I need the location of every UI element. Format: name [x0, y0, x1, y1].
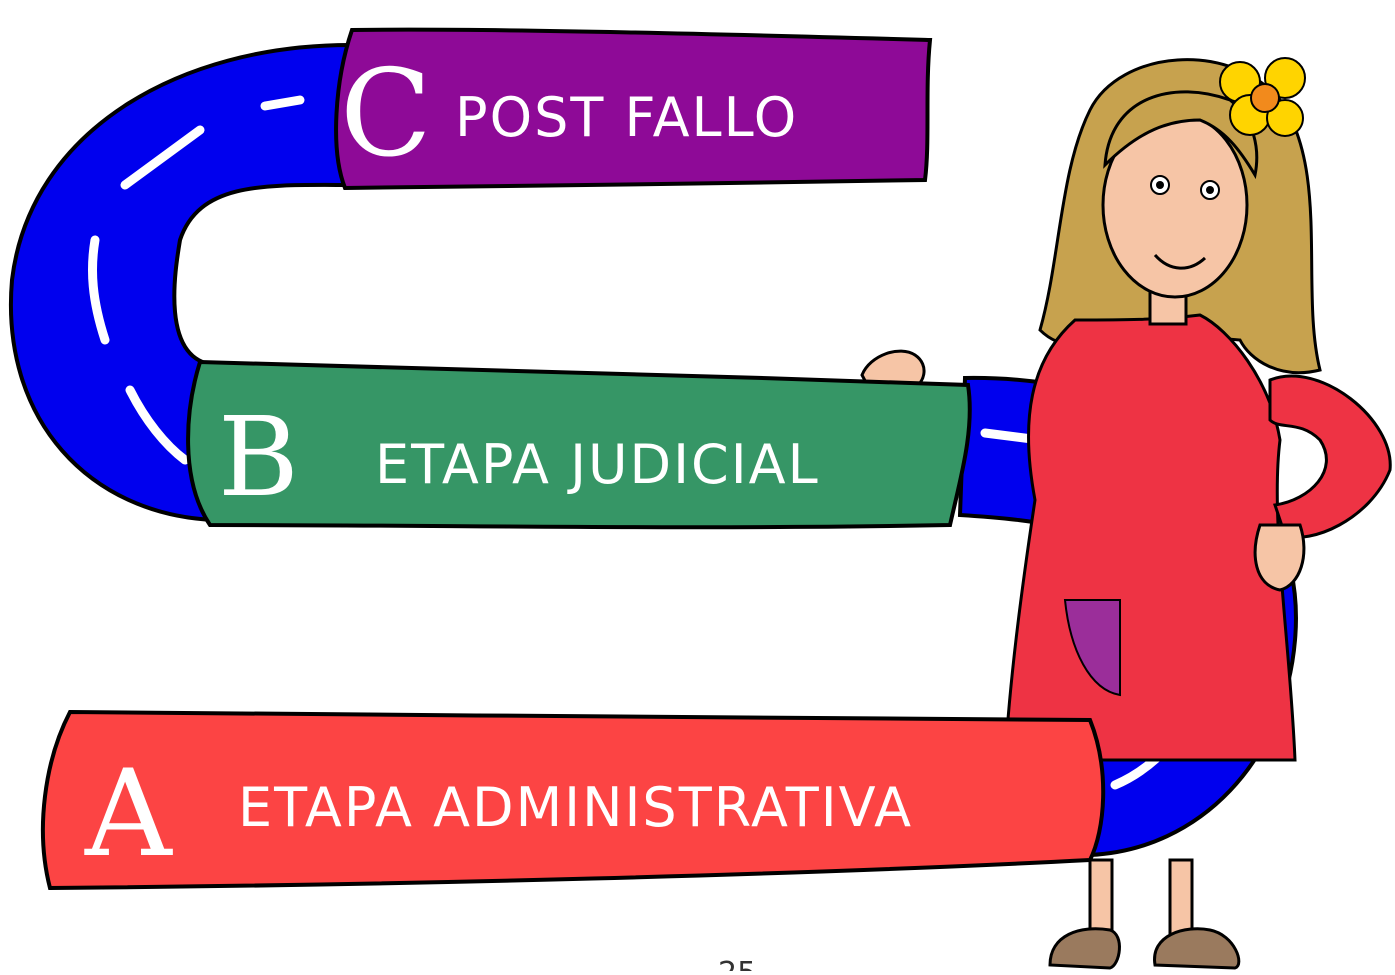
- banner-c-label: POST FALLO: [455, 86, 798, 149]
- banner-c-letter: C: [340, 45, 432, 184]
- banner-a-label: ETAPA ADMINISTRATIVA: [238, 776, 913, 839]
- banner-b-shape: [186, 359, 972, 530]
- page-number: 25: [718, 956, 756, 971]
- banner-a-letter: A: [84, 745, 173, 884]
- banner-c-shape: [334, 27, 933, 191]
- banner-c: C POST FALLO: [334, 27, 933, 191]
- banner-a: A ETAPA ADMINISTRATIVA: [41, 709, 1106, 891]
- banner-a-shape: [41, 709, 1106, 891]
- banner-b-letter: B: [218, 393, 299, 521]
- road-upper-curve: [8, 42, 358, 523]
- banner-b-label: ETAPA JUDICIAL: [375, 433, 820, 496]
- banner-b: B ETAPA JUDICIAL: [186, 359, 972, 530]
- girl-illustration: [860, 57, 1392, 970]
